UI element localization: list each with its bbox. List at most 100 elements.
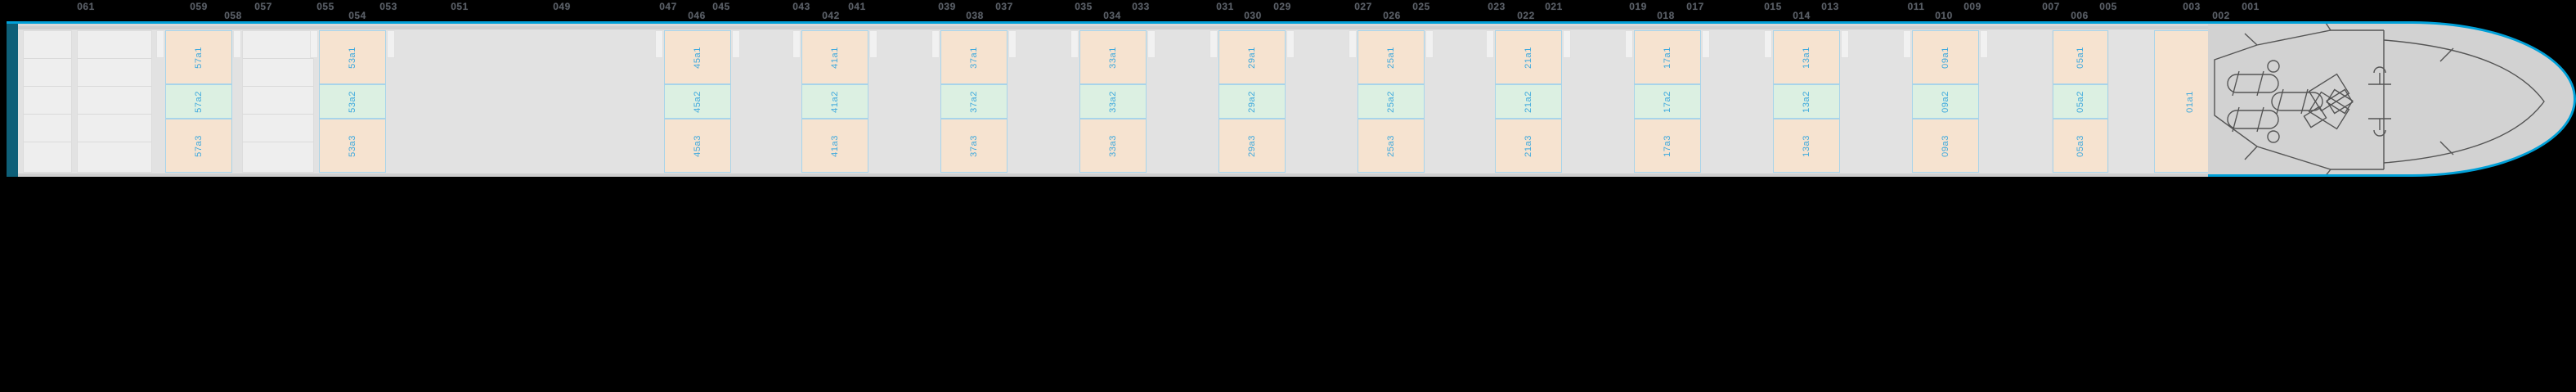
bay-cell-41a1[interactable]: 41a1: [801, 30, 868, 84]
bay-cell-33a1[interactable]: 33a1: [1079, 30, 1147, 84]
fairlead-icon: [2368, 66, 2391, 85]
bay-cell-45a3[interactable]: 45a3: [664, 119, 731, 173]
bay-cell-25a3[interactable]: 25a3: [1358, 119, 1425, 173]
frame-number-055: 055: [316, 1, 334, 12]
bay-cell-17a3[interactable]: 17a3: [1634, 119, 1701, 173]
bay-cell-21a1[interactable]: 21a1: [1495, 30, 1562, 84]
mooring-winch-icon-3: [2227, 106, 2279, 133]
bay-cell-53a2[interactable]: 53a2: [319, 84, 386, 119]
cargo-bay-29[interactable]: 29a1 29a2 29a3: [1209, 30, 1295, 173]
bay-cell-label: 45a1: [693, 46, 702, 69]
bay-cell-57a2[interactable]: 57a2: [165, 84, 232, 119]
bay-tab-right: [1008, 30, 1016, 58]
bay-cell-05a3[interactable]: 05a3: [2053, 119, 2108, 173]
bay-cell-05a1[interactable]: 05a1: [2053, 30, 2108, 84]
bay-cell-label: 05a2: [2076, 90, 2085, 113]
cargo-bay-05[interactable]: 05a1 05a2 05a3: [2053, 30, 2108, 173]
bay-cell-57a1[interactable]: 57a1: [165, 30, 232, 84]
bay-tab-right: [1147, 30, 1156, 58]
bay-cell-29a1[interactable]: 29a1: [1218, 30, 1286, 84]
bay-cell-17a2[interactable]: 17a2: [1634, 84, 1701, 119]
cargo-bay-25[interactable]: 25a1 25a2 25a3: [1349, 30, 1434, 173]
bay-cell-37a2[interactable]: 37a2: [940, 84, 1008, 119]
cargo-bay-37[interactable]: 37a1 37a2 37a3: [931, 30, 1016, 173]
bay-cell-29a3[interactable]: 29a3: [1218, 119, 1286, 173]
bay-cell-label: 29a3: [1247, 134, 1257, 157]
bay-tab-right: [387, 30, 395, 58]
bay-cell-57a3[interactable]: 57a3: [165, 119, 232, 173]
frame-number-026: 026: [1383, 10, 1401, 21]
bay-cell-label: 29a1: [1247, 46, 1257, 69]
bay-cell-17a1[interactable]: 17a1: [1634, 30, 1701, 84]
bay-tab-left: [1486, 30, 1494, 58]
bay-tab-left: [1349, 30, 1357, 58]
bay-cell-label: 05a3: [2076, 134, 2085, 157]
mooring-winch-icon-2: [2271, 88, 2323, 115]
anchor-windlass-icon-2: [2267, 130, 2280, 143]
frame-number-031: 031: [1216, 1, 1234, 12]
void-mid: [242, 30, 314, 173]
bay-cell-25a2[interactable]: 25a2: [1358, 84, 1425, 119]
bay-tab-right: [1563, 30, 1571, 58]
cargo-bay-21[interactable]: 21a1 21a2 21a3: [1486, 30, 1571, 173]
bay-cell-45a2[interactable]: 45a2: [664, 84, 731, 119]
bay-cell-25a1[interactable]: 25a1: [1358, 30, 1425, 84]
bay-cell-label: 57a3: [194, 134, 204, 157]
bay-cell-label: 25a2: [1386, 90, 1396, 113]
bay-cell-53a3[interactable]: 53a3: [319, 119, 386, 173]
frame-number-053: 053: [379, 1, 397, 12]
frame-number-019: 019: [1629, 1, 1647, 12]
bay-cell-05a2[interactable]: 05a2: [2053, 84, 2108, 119]
frame-number-013: 013: [1821, 1, 1839, 12]
bay-cell-37a1[interactable]: 37a1: [940, 30, 1008, 84]
bay-cell-45a1[interactable]: 45a1: [664, 30, 731, 84]
bay-cell-label: 41a1: [830, 46, 840, 69]
bay-cell-13a3[interactable]: 13a3: [1773, 119, 1840, 173]
bay-tab-left: [792, 30, 801, 58]
bay-cell-29a2[interactable]: 29a2: [1218, 84, 1286, 119]
bay-cell-label: 33a3: [1108, 134, 1118, 157]
bay-cell-37a3[interactable]: 37a3: [940, 119, 1008, 173]
bay-cell-09a2[interactable]: 09a2: [1912, 84, 1979, 119]
bay-cell-41a2[interactable]: 41a2: [801, 84, 868, 119]
bay-cell-label: 53a3: [348, 134, 357, 157]
bay-cell-41a3[interactable]: 41a3: [801, 119, 868, 173]
bay-cell-21a3[interactable]: 21a3: [1495, 119, 1562, 173]
bay-cell-33a2[interactable]: 33a2: [1079, 84, 1147, 119]
frame-number-002: 002: [2212, 10, 2230, 21]
bay-cell-label: 37a3: [969, 134, 979, 157]
bay-tab-left: [1764, 30, 1772, 58]
bay-cell-09a1[interactable]: 09a1: [1912, 30, 1979, 84]
bay-tab-left: [1070, 30, 1079, 58]
frame-number-021: 021: [1545, 1, 1563, 12]
bay-cell-33a3[interactable]: 33a3: [1079, 119, 1147, 173]
background-fill: [0, 177, 2576, 392]
frame-number-035: 035: [1075, 1, 1093, 12]
frame-number-057: 057: [254, 1, 272, 12]
bay-cell-21a2[interactable]: 21a2: [1495, 84, 1562, 119]
bay-cell-label: 17a2: [1663, 90, 1672, 113]
bay-cell-13a2[interactable]: 13a2: [1773, 84, 1840, 119]
cargo-bay-45[interactable]: 45a1 45a2 45a3: [655, 30, 740, 173]
cargo-bay-17[interactable]: 17a1 17a2 17a3: [1625, 30, 1710, 173]
bay-cell-09a3[interactable]: 09a3: [1912, 119, 1979, 173]
bay-cell-13a1[interactable]: 13a1: [1773, 30, 1840, 84]
frame-number-061: 061: [77, 1, 95, 12]
bay-cell-53a1[interactable]: 53a1: [319, 30, 386, 84]
bay-cell-label: 45a3: [693, 134, 702, 157]
bay-cell-label: 57a1: [194, 46, 204, 69]
frame-number-018: 018: [1657, 10, 1675, 21]
bay-cell-label: 29a2: [1247, 90, 1257, 113]
cargo-bay-57[interactable]: 57a1 57a2 57a3: [156, 30, 241, 173]
bay-tab-left: [1209, 30, 1218, 58]
bay-cell-label: 21a2: [1524, 90, 1533, 113]
bay-cell-label: 37a2: [969, 90, 979, 113]
bay-tab-left: [1903, 30, 1911, 58]
